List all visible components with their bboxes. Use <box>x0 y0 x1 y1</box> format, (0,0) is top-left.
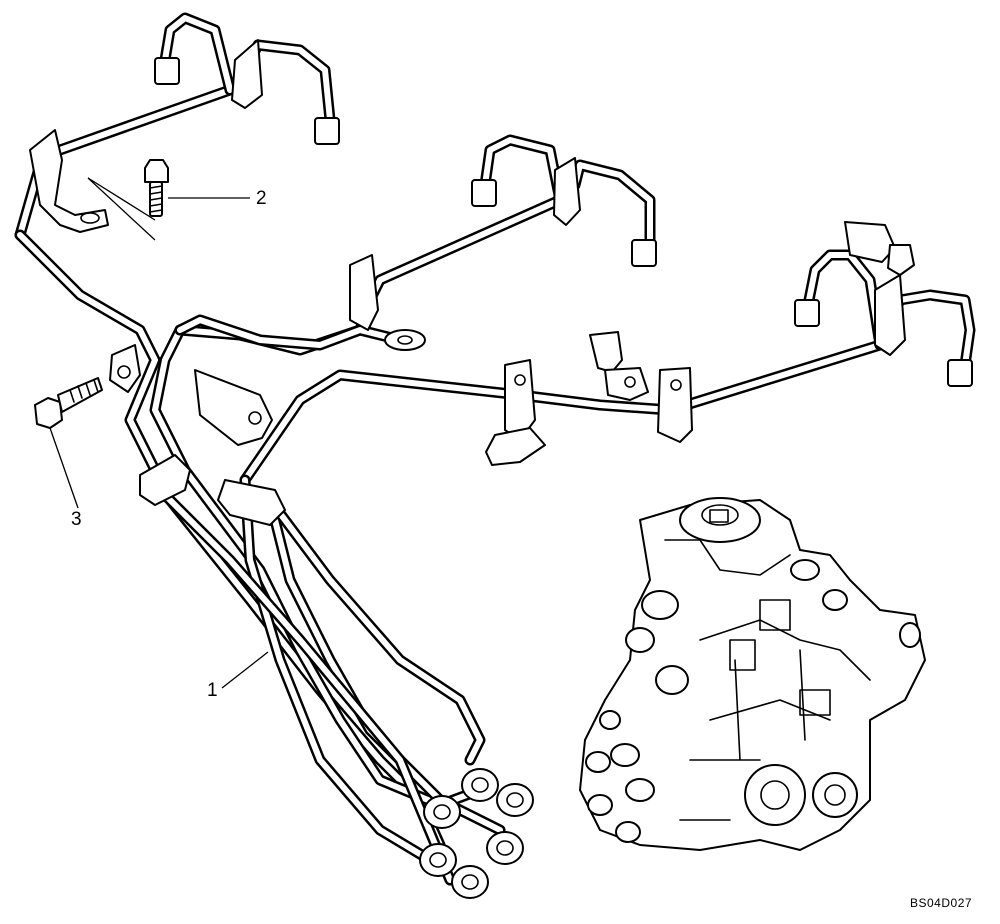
callout-label-3: 3 <box>71 509 82 530</box>
injection-line-assembly <box>14 12 976 886</box>
leader-line-1 <box>221 651 269 689</box>
pump-end-nut-group <box>419 768 534 899</box>
reference-code: BS04D027 <box>910 896 973 910</box>
bolt-part-2 <box>87 159 169 241</box>
line-clamp-group <box>29 39 915 526</box>
callout-label-2: 2 <box>256 188 267 209</box>
leader-line-3 <box>49 427 79 509</box>
callout-label-1: 1 <box>207 680 218 701</box>
injection-pump-illustration <box>579 497 926 851</box>
injector-nut-group-top <box>154 57 973 387</box>
bolt-part-3 <box>34 377 103 429</box>
